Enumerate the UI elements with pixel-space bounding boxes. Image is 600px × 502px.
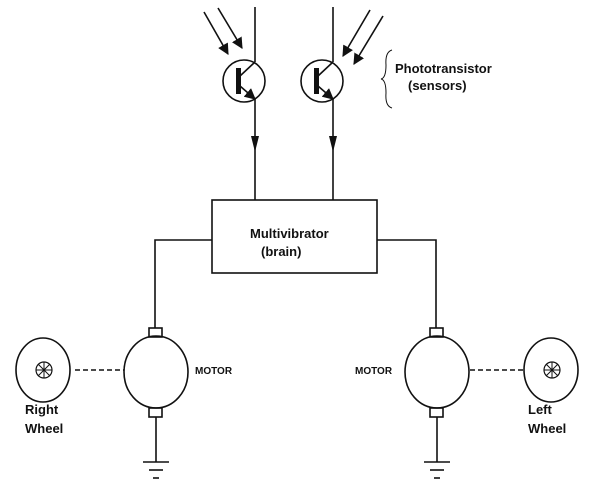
- motor-right-label: MOTOR: [355, 366, 393, 377]
- light-rays-right: [342, 9, 384, 65]
- left-wheel-label-2: Wheel: [528, 421, 566, 436]
- sensor-brace: [380, 49, 393, 109]
- motor-right: [404, 327, 470, 462]
- light-rays-left: [203, 7, 243, 55]
- motor-left: [123, 327, 189, 462]
- sensor-subtitle: (sensors): [408, 78, 467, 93]
- right-wheel: [15, 337, 124, 403]
- right-wheel-label-2: Wheel: [25, 421, 63, 436]
- ground-right: [424, 461, 450, 479]
- right-wheel-label-1: Right: [25, 402, 59, 417]
- motor-left-label: MOTOR: [195, 366, 233, 377]
- phototransistor-left: [222, 7, 266, 200]
- phototransistor-right: [300, 7, 344, 200]
- ground-left: [143, 461, 169, 479]
- wire-right: [377, 239, 437, 328]
- multivibrator-box: [211, 199, 378, 274]
- left-wheel: [470, 337, 579, 403]
- wire-left: [154, 239, 212, 328]
- sensor-title: Phototransistor: [395, 61, 492, 76]
- left-wheel-label-1: Left: [528, 402, 553, 417]
- brain-subtitle: (brain): [261, 244, 301, 259]
- brain-title: Multivibrator: [250, 226, 329, 241]
